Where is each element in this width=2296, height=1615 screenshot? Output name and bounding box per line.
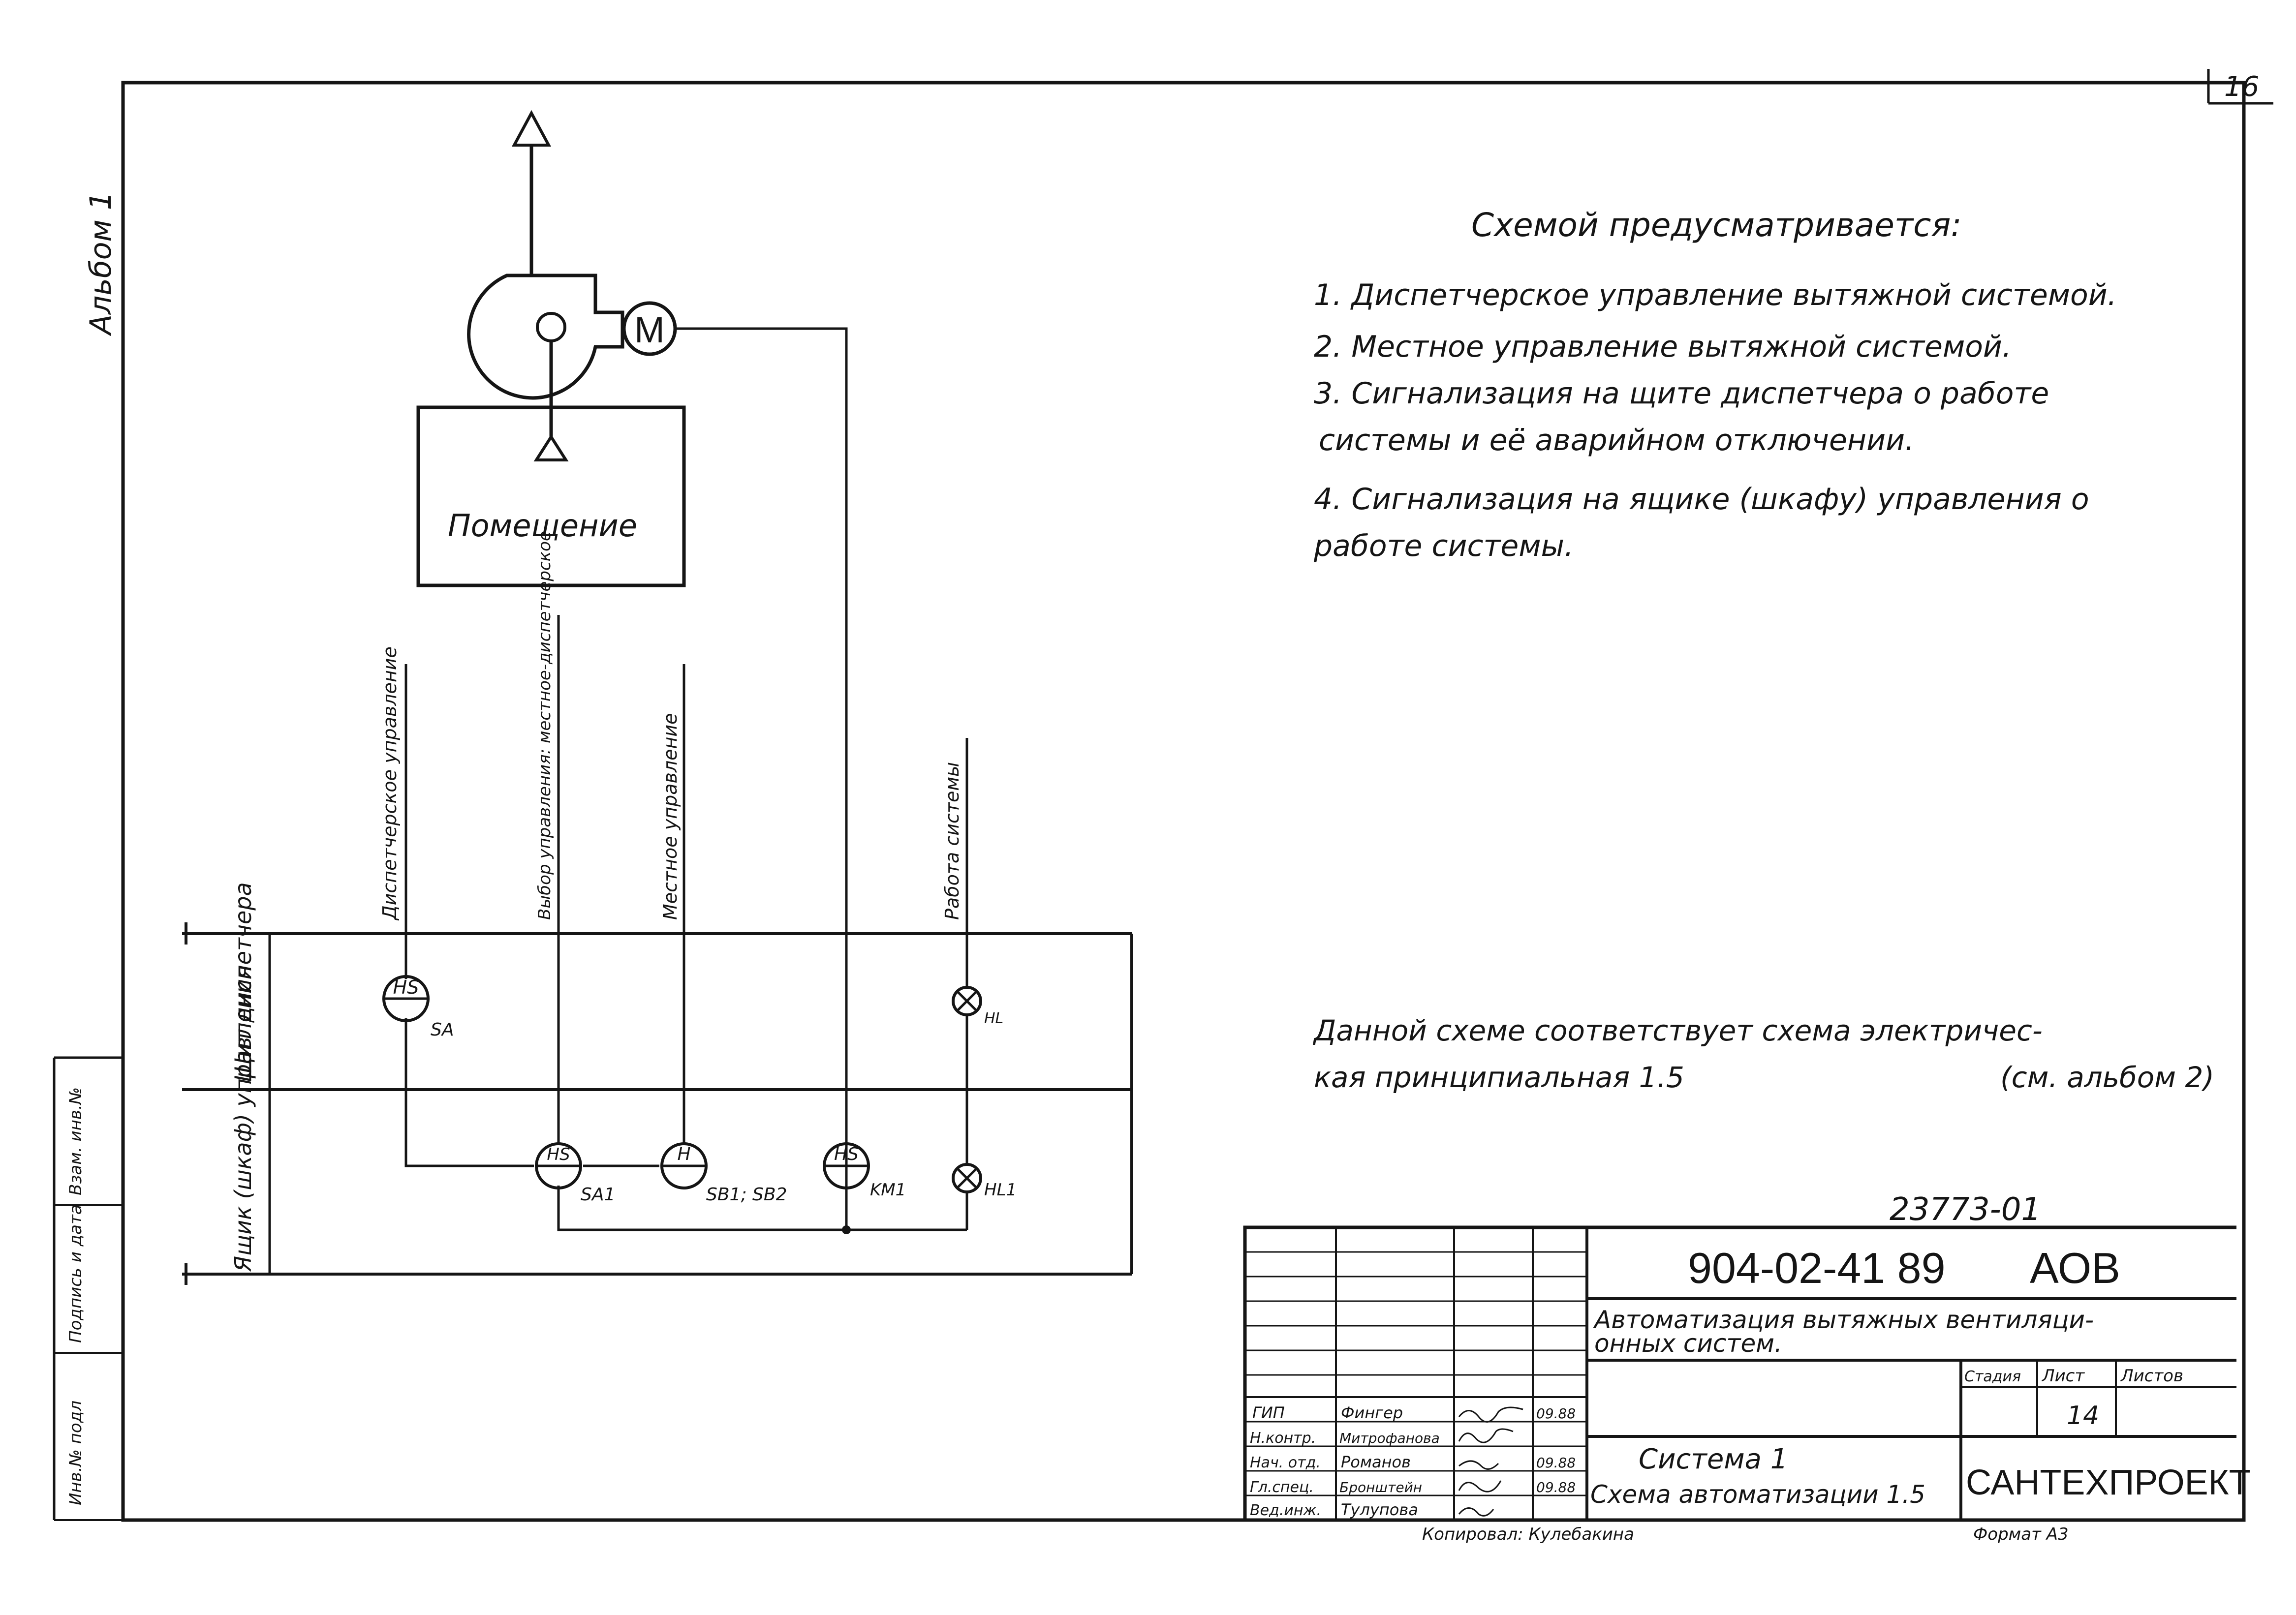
sig-role-2: Н.контр. [1250,1430,1316,1447]
organization-name: САНТЕХПРОЕКТ [1966,1463,2251,1502]
column-label-system-run: Работа системы [941,762,963,920]
device-hl: HL [952,986,1003,1027]
sig-date-3: 09.88 [1536,1455,1576,1471]
room-label: Помещение [448,508,637,544]
sig-name-4: Бронштейн [1339,1479,1422,1495]
note-line-6: работе системы. [1313,529,1574,563]
device-sa-tag: SA [431,1020,454,1040]
device-km1-tag: KM1 [870,1180,906,1200]
reference-line-1: Данной схеме соответствует схема электри… [1312,1014,2043,1047]
device-sa1-tag: SA1 [581,1185,615,1205]
sig-role-5: Вед.инж. [1250,1502,1321,1519]
column-label-mode-select: Выбор управления: местное-диспетчерское [535,531,555,920]
signature-scribbles [1458,1406,1523,1517]
sig-name-2: Митрофанова [1339,1430,1440,1446]
column-label-dispatch-control: Диспетчерское управление [379,646,401,921]
device-km1-symbol: HS [834,1144,859,1164]
intake-arrow-icon [533,434,569,461]
note-line-2: 2. Местное управление вытяжной системой. [1314,330,2012,364]
motor-label: M [634,309,665,350]
sheet-value: 14 [2067,1401,2099,1431]
sheet-number: 16 [2224,71,2259,103]
sig-role-1: ГИП [1252,1403,1285,1422]
drawing-title-line-2: Схема автоматизации 1.5 [1590,1480,1925,1509]
note-line-1: 1. Диспетчерское управление вытяжной сис… [1314,278,2117,312]
device-sa1-symbol: HS [547,1145,570,1164]
sig-role-3: Нач. отд. [1250,1454,1321,1471]
note-line-3: 3. Сигнализация на щите диспетчера о раб… [1314,376,2049,411]
sig-date-1: 09.88 [1536,1405,1576,1422]
sig-role-4: Гл.спец. [1250,1479,1314,1496]
motor-feed-line [675,327,848,1230]
reference-line-2: кая принципиальная 1.5 [1314,1061,1684,1094]
column-label-local-control: Местное управление [659,713,681,920]
device-sa-symbol: HS [393,976,419,998]
row-label-dispatcher-panel: Щит диспетчера [230,882,256,1082]
project-title-line-2: онных систем. [1594,1329,1782,1358]
row-label-control-box: Ящик (шкаф) управления [230,965,256,1272]
control-grid [182,922,1133,1285]
sheets-header: Листов [2120,1366,2183,1386]
note-line-5: 4. Сигнализация на ящике (шкафу) управле… [1314,482,2089,517]
device-hl-tag: HL [984,1010,1003,1027]
margin-label-signature: Подпись и дата [66,1204,86,1343]
title-block-grid [1243,1225,2236,1520]
device-sb-tag: SB1; SB2 [706,1185,787,1205]
wire-common-return [557,1186,967,1231]
margin-label-replacement: Взам. инв.№ [66,1087,86,1195]
sig-date-4: 09.88 [1536,1479,1576,1495]
drawing-title-line-1: Система 1 [1639,1443,1788,1475]
device-km1: HS KM1 [823,1142,906,1200]
sig-name-1: Фингер [1341,1403,1403,1422]
exhaust-arrow-icon [511,110,552,275]
device-sa: HS SA [382,975,454,1040]
project-code: 904-02-41 89 [1688,1244,1946,1292]
project-section: АОВ [2030,1244,2120,1292]
fan-icon [467,274,624,400]
format-label: Формат А3 [1973,1524,2069,1544]
note-line-4: системы и её аварийном отключении. [1319,423,1914,457]
project-title-line-1: Автоматизация вытяжных вентиляци- [1593,1306,2094,1334]
inventory-number: 23773-01 [1890,1191,2041,1228]
device-hl1: HL1 [952,1163,1017,1200]
sig-name-3: Романов [1341,1453,1411,1471]
margin-label-inventory: Инв.№ подл [66,1401,86,1505]
notes-heading: Схемой предусматривается: [1471,206,1962,244]
room-box [416,405,686,587]
wire-sa-to-sa1 [404,1018,534,1167]
album-label: Альбом 1 [84,191,118,336]
device-sb-symbol: H [677,1144,690,1164]
sig-name-5: Тулупова [1341,1500,1418,1519]
junction-dot [842,1225,851,1234]
device-sb: H SB1; SB2 [660,1142,787,1205]
sheet-header: Лист [2041,1366,2085,1386]
motor-icon: M [622,301,677,356]
sheet-frame [53,69,2273,1522]
reference-line-3: (см. альбом 2) [2000,1061,2214,1094]
device-sa1: HS SA1 [535,1142,615,1205]
stage-header: Стадия [1964,1368,2021,1385]
copied-by: Копировал: Кулебакина [1422,1524,1634,1544]
device-hl1-tag: HL1 [984,1180,1017,1200]
